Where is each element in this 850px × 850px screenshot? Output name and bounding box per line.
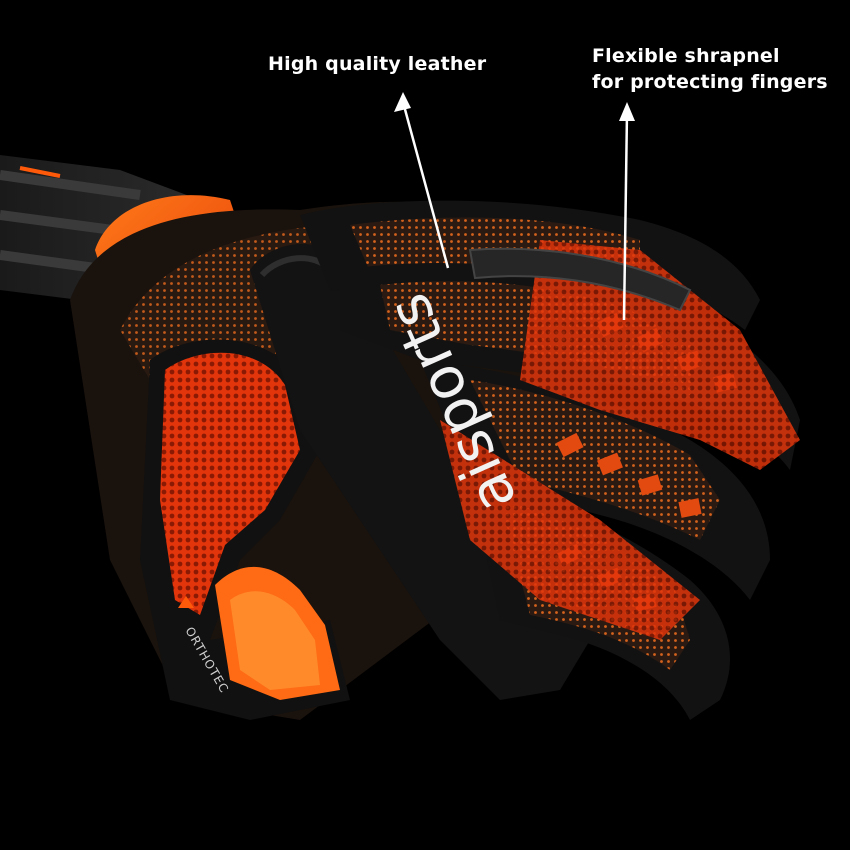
callout-shrapnel-text: Flexible shrapnel for protecting fingers xyxy=(592,43,828,95)
finger-spine-bar xyxy=(468,247,692,312)
callout-shrapnel-line-2: for protecting fingers xyxy=(592,71,828,93)
callout-arrow-shrapnel xyxy=(619,102,635,321)
callout-arrow-leather xyxy=(394,92,450,269)
callout-leather-text: High quality leather xyxy=(268,53,487,75)
callout-shrapnel-line-1: Flexible shrapnel xyxy=(592,45,780,67)
glove-finger-3 xyxy=(420,360,770,600)
palm-latex xyxy=(520,240,800,470)
glove-thumb xyxy=(140,339,350,720)
